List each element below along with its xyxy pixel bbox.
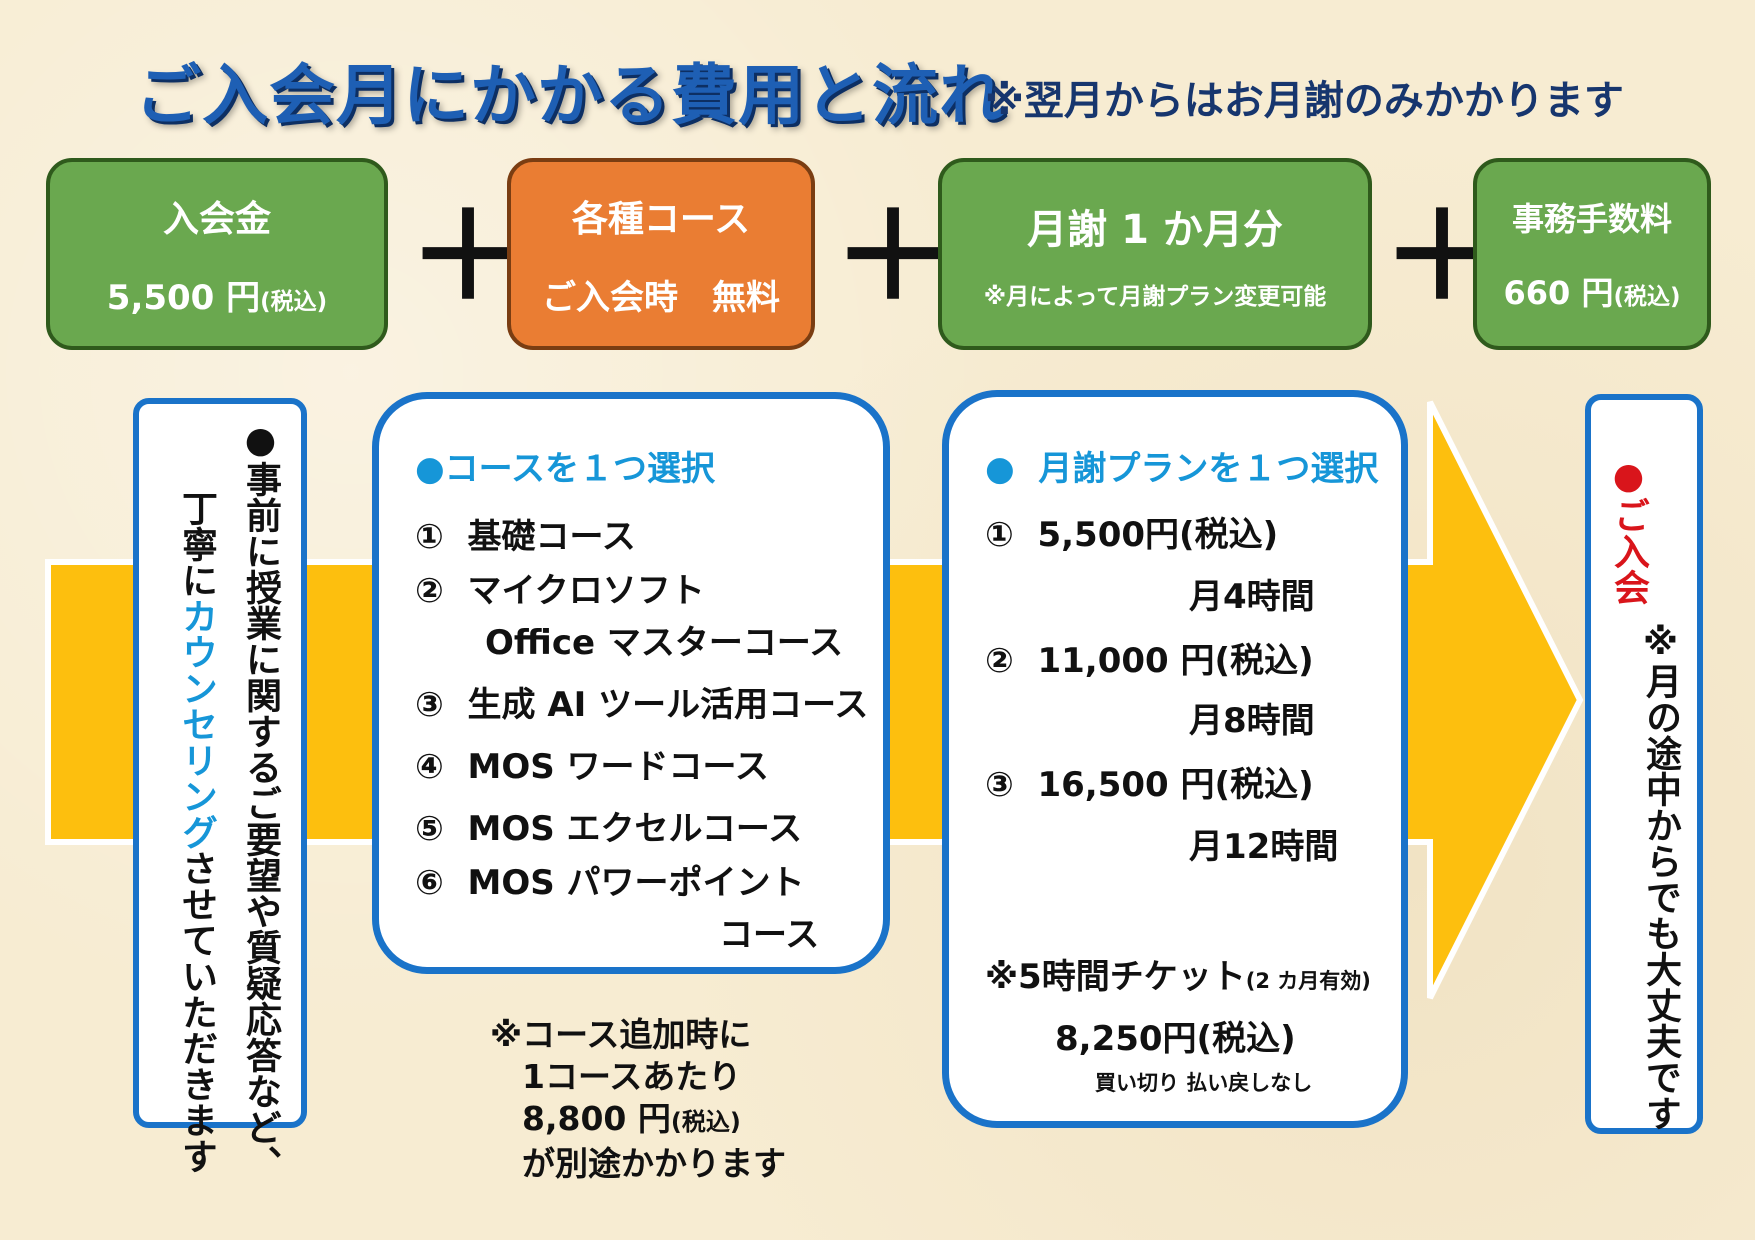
counseling-line2-a: 丁寧に — [176, 490, 217, 598]
fee-box-admin: 事務手数料 660 円(税込) — [1473, 158, 1711, 350]
course-item: ⑥ MOS パワーポイント — [415, 863, 805, 903]
fee-enrollment-amount: 5,500 円 — [106, 277, 261, 318]
counseling-box: ●事前に授業に関するご要望や質疑応答など、 丁寧にカウンセリングさせていただきま… — [133, 398, 307, 1181]
fee-courses-amount: ご入会時 無料 — [542, 277, 780, 318]
ticket-title: ※5時間チケット(2 カ月有効) — [985, 957, 1371, 997]
ticket-note: 買い切り 払い戻しなし — [1095, 1071, 1313, 1095]
fee-box-monthly: 月謝 1 か月分 ※月によって月謝プラン変更可能 — [938, 158, 1372, 350]
fee-courses-title: 各種コース — [571, 198, 751, 240]
counseling-highlight: カウンセリング — [176, 598, 217, 850]
page-subtitle: ※翌月からはお月謝のみかかります — [985, 78, 1624, 124]
course-item-continued: コース — [719, 915, 820, 955]
course-item-continued: Office マスターコース — [485, 623, 844, 663]
course-item: ③ 生成 AI ツール活用コース — [415, 685, 869, 725]
course-addition-note: ※コース追加時に 1コースあたり 8,800 円(税込) が別途かかります — [490, 1015, 786, 1183]
plan-item: ③ 16,500 円(税込) — [985, 765, 1314, 805]
ticket-price: 8,250円(税込) — [1055, 1019, 1296, 1059]
fee-enrollment-title: 入会金 — [162, 198, 271, 240]
course-item: ⑤ MOS エクセルコース — [415, 809, 803, 849]
course-heading: ●コースを１つ選択 — [415, 449, 715, 489]
plus-sign: ＋ — [833, 188, 953, 327]
course-item: ④ MOS ワードコース — [415, 747, 769, 787]
fee-enrollment-tax: (税込) — [260, 288, 328, 315]
plan-panel: ● 月謝プランを１つ選択 ① 5,500円(税込) 月4時間 ② 11,000 … — [942, 390, 1408, 1128]
fee-admin-title: 事務手数料 — [1511, 200, 1672, 238]
plan-hours: 月8時間 — [1189, 701, 1315, 741]
fee-box-courses: 各種コース ご入会時 無料 — [507, 158, 815, 350]
plan-hours: 月12時間 — [1189, 827, 1339, 867]
page-title: ご入会月にかかる費用と流れ — [135, 57, 1006, 134]
join-box: ●ご入会 ※月の途中からでも大丈夫です — [1585, 394, 1703, 1134]
fee-box-enrollment: 入会金 5,500 円(税込) — [46, 158, 388, 350]
join-note: ※月の途中からでも大丈夫です — [1640, 622, 1681, 1131]
course-panel: ●コースを１つ選択 ① 基礎コース ② マイクロソフト Office マスターコ… — [372, 392, 890, 974]
fee-monthly-note: ※月によって月謝プラン変更可能 — [983, 284, 1327, 310]
counseling-line2-c: させていただきます — [176, 850, 217, 1174]
plan-hours: 月4時間 — [1189, 577, 1315, 617]
fee-admin-tax: (税込) — [1613, 284, 1681, 310]
plan-item: ② 11,000 円(税込) — [985, 641, 1314, 681]
plan-item: ① 5,500円(税込) — [985, 515, 1279, 555]
plan-heading-bullet: ● — [985, 449, 1015, 489]
fee-admin-amount: 660 円 — [1503, 274, 1614, 312]
join-label: ●ご入会 — [1608, 456, 1649, 605]
course-item: ② マイクロソフト — [415, 571, 705, 611]
plan-heading: ● 月謝プランを１つ選択 — [985, 449, 1379, 489]
fee-monthly-title: 月謝 1 か月分 — [1027, 207, 1283, 253]
course-item: ① 基礎コース — [415, 517, 636, 557]
counseling-line1: ●事前に授業に関するご要望や質疑応答など、 — [240, 420, 281, 1181]
